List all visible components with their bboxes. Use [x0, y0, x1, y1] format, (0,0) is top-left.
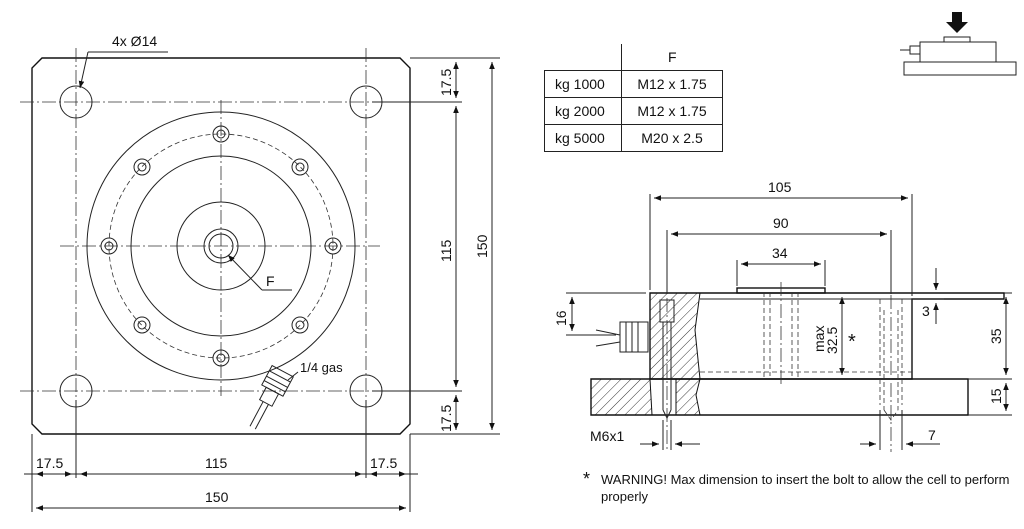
gas-label: 1/4 gas — [300, 360, 343, 375]
dim-35: 35 — [988, 328, 1004, 344]
cable-connector — [249, 364, 294, 430]
dim-bottom-right: 17.5 — [370, 455, 397, 471]
load-cell-outer-ring — [86, 111, 356, 381]
dim-7: 7 — [928, 427, 936, 443]
dim-bottom-left: 17.5 — [36, 455, 63, 471]
table-row: kg 5000 M20 x 2.5 — [544, 124, 723, 152]
top-view: 4x Ø14 F 1/4 gas 17.5 115 17.5 150 17.5 … — [20, 33, 500, 512]
dim-32-5: 32.5 — [824, 327, 840, 354]
load-arrow-icon — [946, 12, 968, 33]
dim-bottom-mid: 115 — [205, 455, 228, 471]
dim-34: 34 — [772, 245, 788, 261]
table-cell-thread: M12 x 1.75 — [621, 70, 723, 98]
dim-max: max — [811, 326, 827, 352]
dim-right-bottom: 17.5 — [438, 405, 454, 432]
table-cell-thread: M12 x 1.75 — [621, 97, 723, 125]
load-cell-body — [130, 155, 312, 337]
corner-hole — [59, 85, 93, 119]
dim-16: 16 — [553, 310, 569, 326]
thread-hole-inner — [208, 233, 234, 259]
dim-bottom-total: 150 — [205, 489, 229, 505]
dim-right-top: 17.5 — [438, 69, 454, 96]
warning-note-text: WARNING! Max dimension to insert the bol… — [601, 472, 1010, 504]
table-header-f: F — [621, 44, 723, 71]
dim-90: 90 — [773, 215, 789, 231]
dim-105: 105 — [768, 179, 792, 195]
dim-right-mid: 115 — [438, 239, 454, 262]
table-cell-thread: M20 x 2.5 — [621, 124, 723, 152]
table-cell-load: kg 5000 — [544, 124, 622, 152]
bolt-holes — [100, 125, 342, 367]
warning-note-star: * — [583, 469, 591, 489]
dim-15: 15 — [988, 388, 1004, 404]
holes-label: 4x Ø14 — [112, 33, 157, 49]
table-cell-load: kg 2000 — [544, 97, 622, 125]
table-cell-load: kg 1000 — [544, 70, 622, 98]
thread-hole-outer — [203, 228, 239, 264]
warning-star: * — [848, 331, 856, 353]
table-row: kg 1000 M12 x 1.75 — [544, 70, 723, 98]
table-corner — [544, 44, 622, 71]
thread-table: F kg 1000 M12 x 1.75 kg 2000 M12 x 1.75 … — [544, 44, 723, 152]
table-row: kg 2000 M12 x 1.75 — [544, 97, 723, 125]
dim-3: 3 — [922, 303, 930, 319]
side-view: 105 90 34 16 max 32.5 * 3 35 15 — [553, 179, 1012, 452]
bolt-circle — [108, 133, 334, 359]
base-plate-outline — [31, 57, 411, 435]
label-m6x1: M6x1 — [590, 428, 624, 444]
thread-label: F — [266, 273, 275, 289]
dim-right-total: 150 — [474, 234, 490, 258]
warning-note: * WARNING! Max dimension to insert the b… — [583, 469, 1021, 505]
load-direction-thumbnail — [900, 12, 1017, 76]
load-cell-hub — [176, 201, 266, 291]
